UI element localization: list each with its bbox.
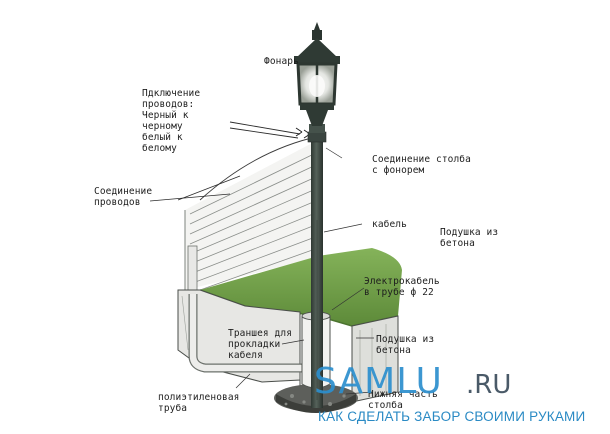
lamp-pole xyxy=(307,124,327,408)
watermark-tld: .RU xyxy=(466,370,512,400)
label-concrete-pad-top: Подушка из бетона xyxy=(440,227,499,249)
polyethylene-pipe xyxy=(188,294,304,373)
lantern xyxy=(294,22,340,126)
label-lamp: Фонарь xyxy=(264,56,299,67)
label-trench: Траншея для прокладки кабеля xyxy=(228,328,293,361)
wiring xyxy=(149,121,321,202)
label-pole-lamp-joint: Соединение столба с фонорем xyxy=(372,154,471,176)
ground-cutaway xyxy=(177,289,399,403)
label-pole-bottom: Нижняя часть столба xyxy=(368,389,438,411)
watermark-site: SAMLU xyxy=(314,361,443,402)
wall-downpipe xyxy=(187,245,198,298)
label-concrete-pad-bottom: Подушка из бетона xyxy=(376,334,435,356)
label-wires-joint: Соединение проводов xyxy=(94,186,153,208)
leader-lines xyxy=(235,147,374,395)
label-cable: кабель xyxy=(372,219,407,230)
house-wall xyxy=(184,140,319,291)
label-electrocable: Электрокабель в трубе ф 22 xyxy=(364,276,440,298)
label-wire-connection: Пдключение проводов: Черный к черному бе… xyxy=(142,88,201,154)
label-pe-pipe: полиэтиленовая труба xyxy=(158,392,240,414)
watermark-tagline: КАК СДЕЛАТЬ ЗАБОР СВОИМИ РУКАМИ xyxy=(318,409,586,424)
